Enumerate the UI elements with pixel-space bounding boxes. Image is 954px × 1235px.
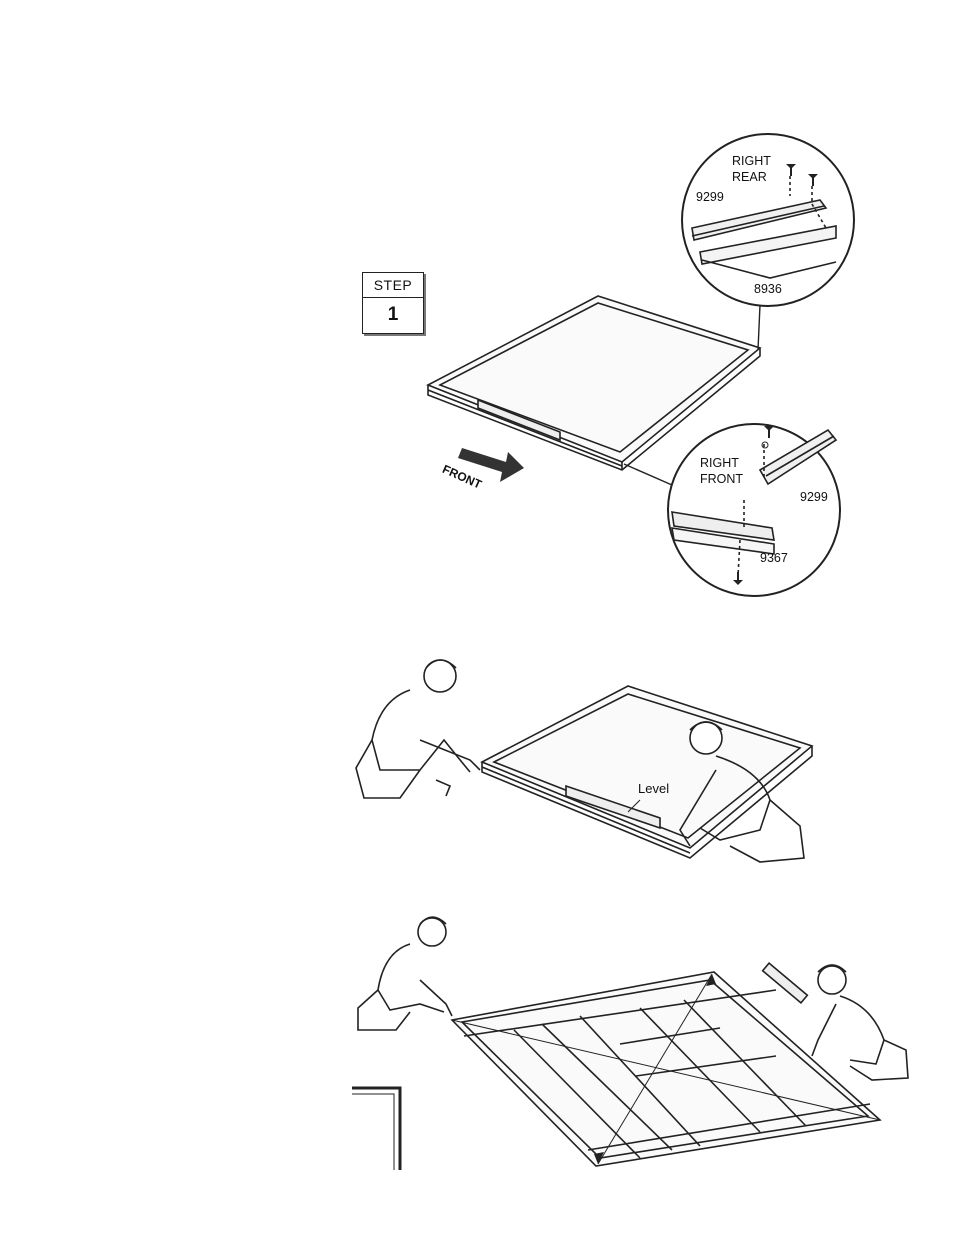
step-box: STEP 1: [362, 272, 424, 334]
rear-part-9299: 9299: [696, 190, 724, 204]
step-number: 1: [363, 298, 423, 332]
rear-title-line1: RIGHT: [732, 154, 771, 168]
rear-title-line2: REAR: [732, 170, 767, 184]
front-title-line1: RIGHT: [700, 456, 739, 470]
front-title-line2: FRONT: [700, 472, 743, 486]
step-label: STEP: [363, 273, 423, 298]
leader-line-front: [624, 464, 672, 485]
level-label: Level: [638, 782, 669, 796]
rear-part-8936: 8936: [754, 282, 782, 296]
worker-left: [356, 660, 480, 798]
squaring-illustration: [358, 917, 908, 1166]
front-part-9367: 9367: [760, 551, 788, 565]
worker-left-2: [358, 917, 452, 1030]
leader-line-rear: [758, 305, 760, 350]
detail-circle-front: [668, 424, 840, 596]
leveling-illustration: [356, 660, 812, 862]
page-corner-marker: [352, 1088, 400, 1170]
front-part-9299: 9299: [800, 490, 828, 504]
